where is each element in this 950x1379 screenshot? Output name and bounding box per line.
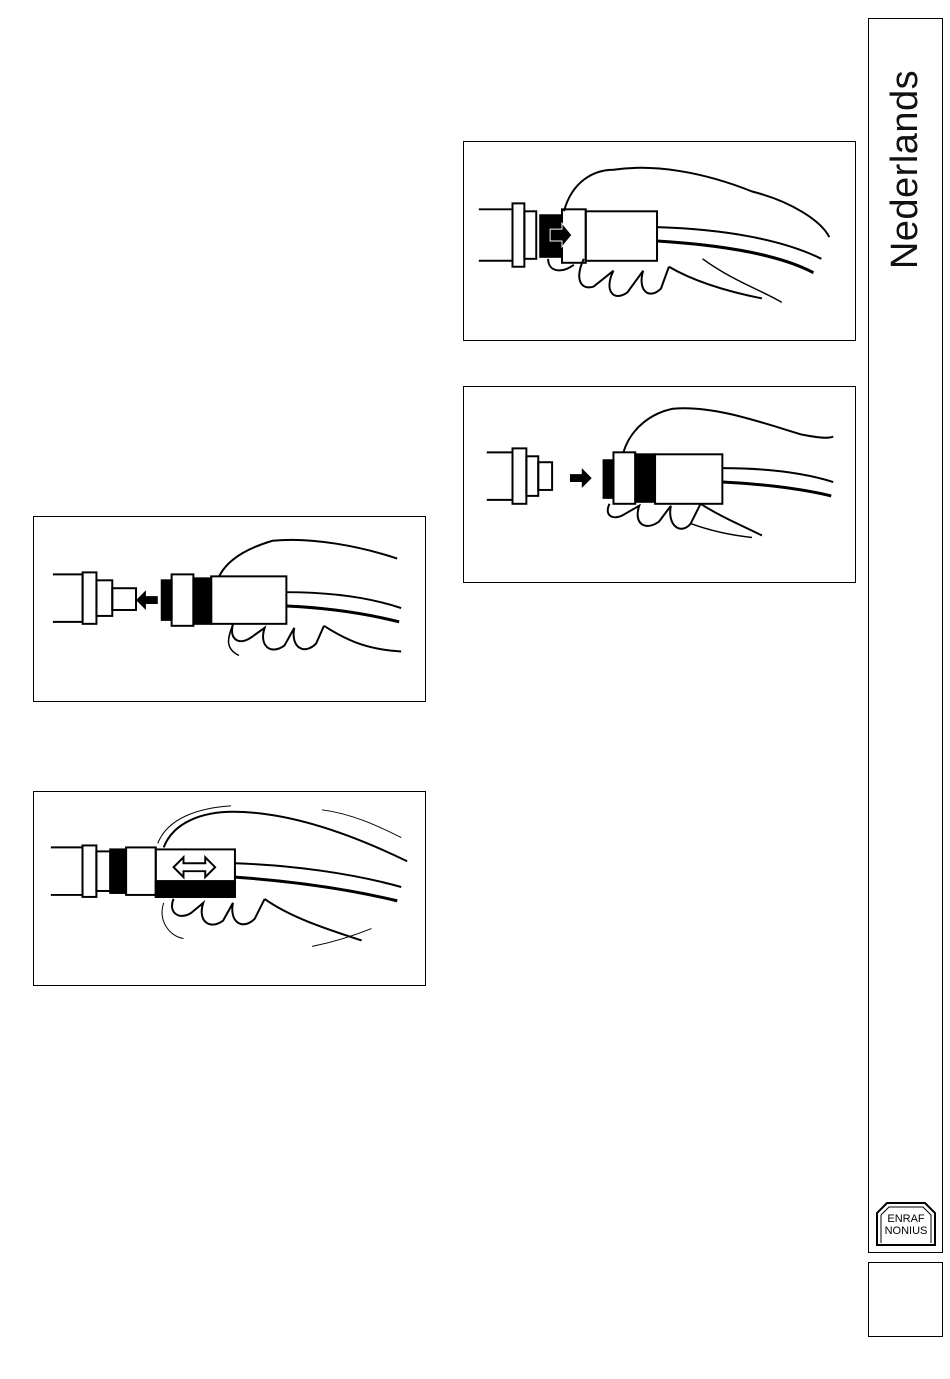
connector-pull-illustration — [34, 517, 425, 701]
language-side-tab: Nederlands ENRAF NONIUS — [868, 18, 943, 1253]
arrow-left-icon — [136, 590, 158, 610]
figure-connector-pull-out — [33, 516, 426, 702]
connector-push-illustration — [464, 142, 855, 340]
logo-line2: NONIUS — [873, 1225, 939, 1237]
language-label-text: Nederlands — [885, 69, 928, 268]
language-label: Nederlands — [871, 19, 941, 319]
connector-align-illustration — [464, 387, 855, 582]
figure-connector-align — [463, 386, 856, 583]
figure-connector-push-in — [463, 141, 856, 341]
double-arrow-icon — [174, 857, 216, 877]
arrow-right-icon — [570, 468, 592, 488]
figure-connector-slide — [33, 791, 426, 986]
logo-line1: ENRAF — [873, 1213, 939, 1225]
connector-slide-illustration — [34, 792, 425, 985]
enraf-nonius-logo: ENRAF NONIUS — [873, 1199, 939, 1249]
page-number-box — [868, 1262, 943, 1337]
